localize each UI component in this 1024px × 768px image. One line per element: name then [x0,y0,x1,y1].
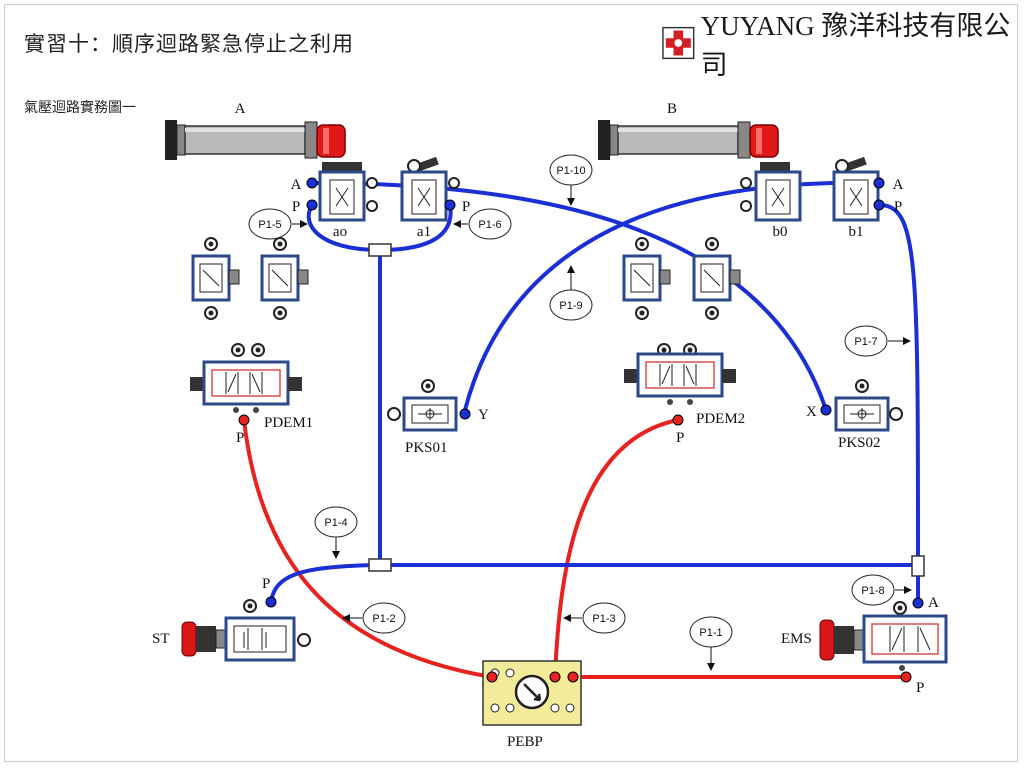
limit-valve-b0[interactable] [740,162,802,222]
svg-text:P1-8: P1-8 [861,585,884,597]
callout-p1-2: P1-2 [342,602,406,634]
brand-name: YUYANG 豫洋科技有限公司 [700,11,1011,80]
tube-p1-6[interactable] [378,203,453,252]
tee-fittings [368,243,925,577]
ems-port-p: P [916,680,924,696]
port-dots [306,177,885,211]
pebp-port-right [567,671,579,683]
svg-text:P1-1: P1-1 [699,627,722,639]
pdem1-port-dot [238,414,250,426]
pdem1-label: PDEM1 [264,415,313,431]
ems-port-a: A [928,595,939,611]
brand-cross-icon [662,26,695,60]
tube-p1-9[interactable] [463,180,881,412]
callout-p1-3: P1-3 [563,602,626,634]
valve-a1-label: a1 [417,224,431,240]
st-port-p: P [262,576,270,592]
callout-p1-8: P1-8 [851,574,912,606]
valve-pdem1[interactable] [190,343,302,413]
tube-p1-7[interactable] [877,203,920,567]
svg-text:P1-7: P1-7 [854,336,877,348]
tube-callouts: P1-1 P1-2 P1-3 P1-4 P1-5 P1-6 [248,154,912,671]
valve-ao-label: ao [333,224,347,240]
pks02-label: PKS02 [838,435,881,451]
pebp-port-mid [549,671,561,683]
tube-p1-10[interactable] [310,181,828,412]
valve-b1-label: b1 [849,224,864,240]
callout-p1-10: P1-10 [549,154,593,206]
cylinder-a[interactable] [165,120,346,160]
page-title: 實習十：順序迴路緊急停止之利用 [24,32,354,56]
svg-text:P1-9: P1-9 [559,300,582,312]
pks01-label: PKS01 [405,440,448,456]
tube-p1-3[interactable] [553,418,680,679]
valve-pks02[interactable] [834,379,903,432]
pks01-port-dot [459,408,471,420]
pks02-port-x: X [806,404,817,420]
callout-p1-1: P1-1 [689,616,733,671]
callout-p1-5: P1-5 [248,208,308,240]
pks02-port-dot [820,404,832,416]
ao-port-p: P [292,199,300,215]
svg-text:P1-6: P1-6 [478,219,501,231]
a1-port-p: P [462,199,470,215]
st-port-dot [265,596,277,608]
callout-p1-4: P1-4 [314,506,358,559]
callout-p1-6: P1-6 [453,208,512,240]
valve-pdem2[interactable] [624,343,736,405]
cylinder-b-label: B [667,101,677,117]
brand: YUYANG 豫洋科技有限公司 [662,11,1024,80]
tube-p1-4[interactable] [269,563,382,604]
ems-port-p-dot [900,671,912,683]
limit-valve-a1[interactable] [400,156,460,222]
svg-text:P1-2: P1-2 [372,613,395,625]
b1-port-p: P [894,199,902,215]
limit-valve-ao[interactable] [318,162,378,222]
valve-pks01[interactable] [387,379,458,432]
cylinder-b[interactable] [598,120,779,160]
cylinder-a-label: A [235,101,246,117]
valve-b0-label: b0 [773,224,788,240]
tube-p1-5[interactable] [306,203,382,252]
spare-valves-left[interactable] [191,237,309,320]
spare-valves-right[interactable] [622,237,741,320]
ao-port-a: A [291,177,302,193]
pebp-label: PEBP [507,734,543,750]
b1-port-a: A [893,177,904,193]
svg-text:P1-3: P1-3 [592,613,615,625]
svg-text:P1-4: P1-4 [324,517,347,529]
pdem2-port-dot [672,414,684,426]
signal-tubes [269,180,920,605]
limit-valve-b1[interactable] [832,156,880,222]
svg-text:P1-5: P1-5 [258,219,281,231]
valve-ems[interactable] [819,601,948,671]
supply-tubes [242,418,908,679]
svg-text:P1-10: P1-10 [556,165,585,177]
st-label: ST [152,631,170,647]
ems-label: EMS [781,631,812,647]
pdem2-port-p: P [676,430,684,446]
pdem1-port-p: P [236,430,244,446]
pressure-regulator-pebp[interactable] [482,660,582,726]
pdem2-label: PDEM2 [696,411,745,427]
page-frame [4,4,1018,762]
pebp-port-left [486,671,498,683]
tube-p1-2[interactable] [242,418,494,679]
page-subtitle: 氣壓迴路實務圖一 [24,100,136,116]
ems-port-a-dot [912,597,924,609]
pks01-port-y: Y [478,407,489,423]
callout-p1-9: P1-9 [549,265,593,321]
valve-st[interactable] [181,599,311,662]
callout-p1-7: P1-7 [844,325,911,357]
